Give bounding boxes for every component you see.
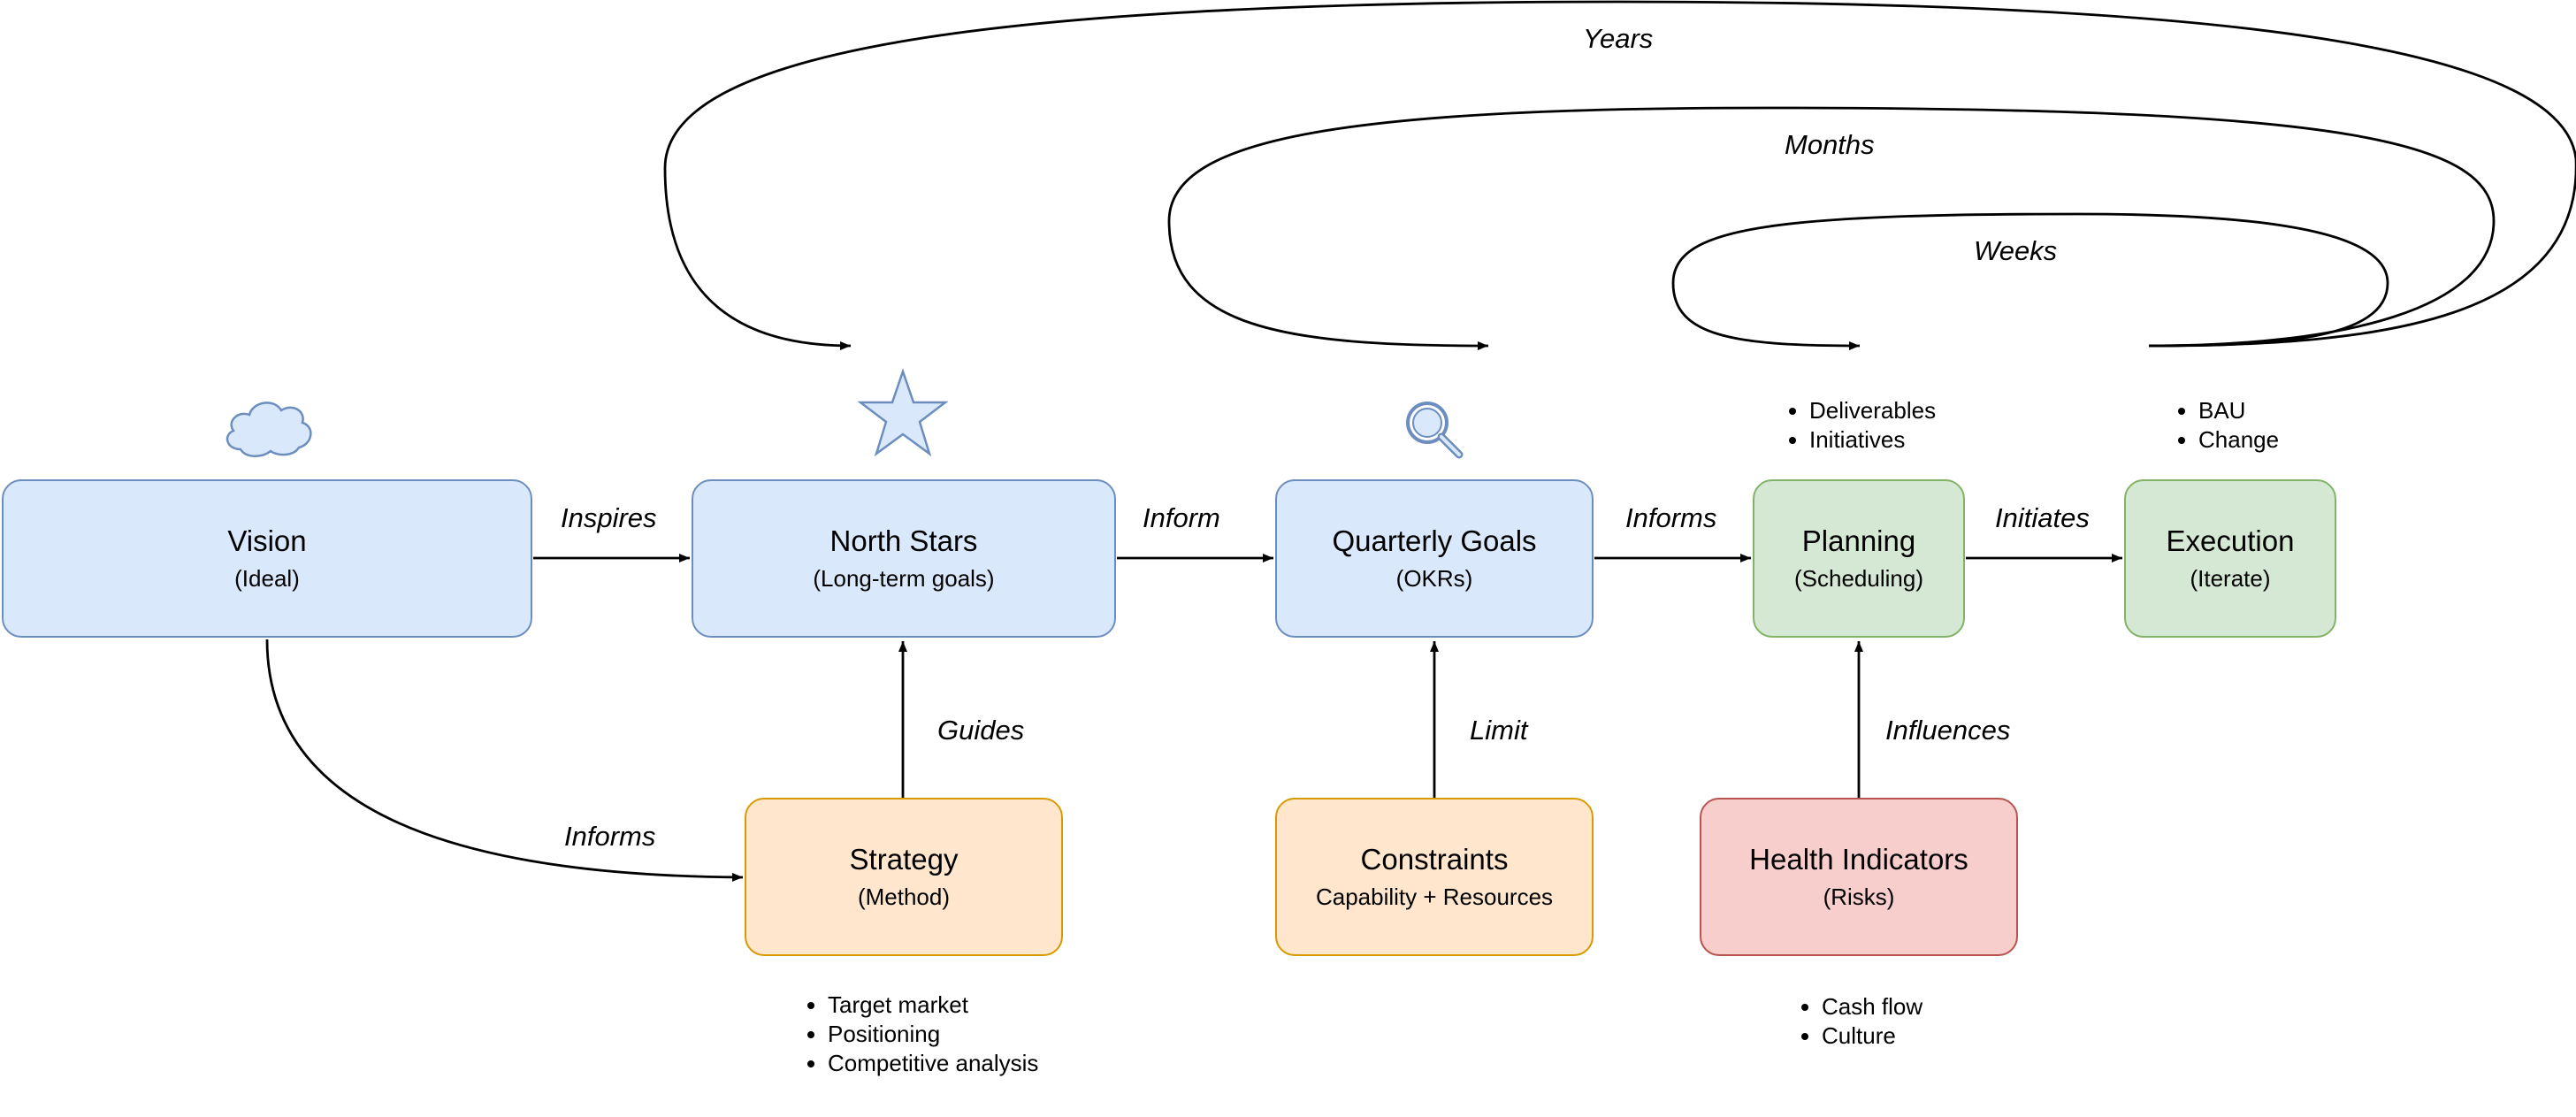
node-title: Execution [2166,524,2295,557]
node-north-stars: North Stars (Long-term goals) [692,479,1116,638]
list-item: Target market [828,991,1038,1020]
node-title: North Stars [829,524,978,557]
label-years: Years [1583,23,1654,54]
node-strategy: Strategy (Method) [745,798,1063,956]
node-execution: Execution (Iterate) [2124,479,2336,638]
list-item: Positioning [828,1020,1038,1049]
list-item: Change [2198,425,2279,455]
list-item: Culture [1822,1021,1922,1051]
strategy-bullets: Target market Positioning Competitive an… [792,991,1038,1078]
node-subtitle: (Iterate) [2190,564,2271,592]
node-title: Health Indicators [1749,842,1968,876]
list-item: Deliverables [1809,396,1936,425]
node-health-indicators: Health Indicators (Risks) [1700,798,2018,956]
node-title: Vision [227,524,307,557]
node-subtitle: (Risks) [1823,883,1895,910]
label-inform: Inform [1143,502,1220,533]
node-subtitle: (Scheduling) [1794,564,1923,592]
star-icon [858,368,948,457]
label-inspires: Inspires [561,502,657,533]
cloud-icon [225,402,312,457]
label-limit: Limit [1470,715,1528,746]
node-title: Strategy [849,842,959,876]
label-months: Months [1785,129,1875,160]
node-subtitle: (Ideal) [234,564,300,592]
list-item: BAU [2198,396,2279,425]
edge-months-loop [1167,106,2496,350]
node-subtitle: (Long-term goals) [813,564,995,592]
label-guides: Guides [937,715,1025,746]
label-informs-bottom: Informs [564,821,656,852]
list-item: Cash flow [1822,992,1922,1021]
health-bullets: Cash flow Culture [1786,992,1922,1051]
edge-weeks-loop [1671,212,2389,350]
edge-informs-bottom [265,639,744,882]
planning-bullets: Deliverables Initiatives [1774,396,1936,455]
node-title: Constraints [1360,842,1509,876]
edge-years-loop [663,0,2576,350]
node-vision: Vision (Ideal) [2,479,532,638]
node-constraints: Constraints Capability + Resources [1275,798,1594,956]
node-planning: Planning (Scheduling) [1753,479,1965,638]
label-informs-top: Informs [1625,502,1717,533]
label-influences: Influences [1885,715,2011,746]
label-weeks: Weeks [1974,235,2058,266]
label-initiates: Initiates [1995,502,2090,533]
node-subtitle: (OKRs) [1395,564,1473,592]
list-item: Competitive analysis [828,1049,1038,1078]
execution-bullets: BAU Change [2163,396,2279,455]
magnifier-icon [1406,402,1464,459]
node-subtitle: Capability + Resources [1315,883,1554,910]
node-subtitle: (Method) [857,883,951,910]
node-title: Planning [1801,524,1916,557]
node-quarterly-goals: Quarterly Goals (OKRs) [1275,479,1594,638]
list-item: Initiatives [1809,425,1936,455]
node-title: Quarterly Goals [1332,524,1537,557]
